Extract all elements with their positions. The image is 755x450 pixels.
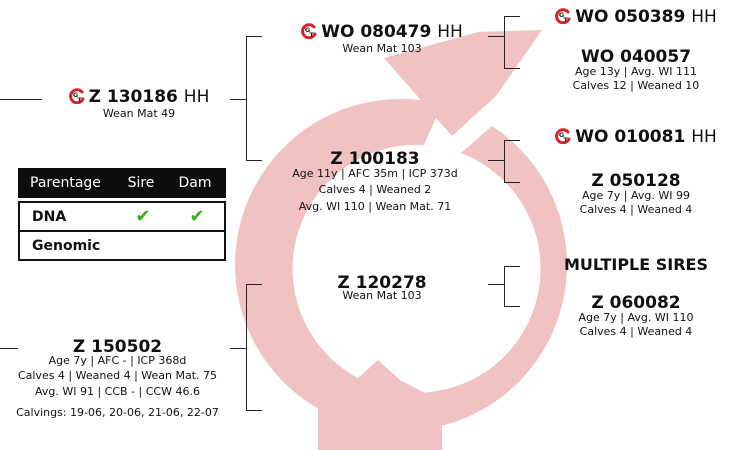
header-parentage: Parentage <box>18 175 114 191</box>
animal-node-dam-dam: Z 050128 Age 7y | Avg. WI 99 Calves 4 | … <box>526 172 746 217</box>
animal-detail: Wean Mat 103 <box>282 290 482 303</box>
animal-node-offspring-dam: Z 060082 Age 7y | Avg. WI 110 Calves 4 |… <box>526 294 746 339</box>
connector <box>504 68 520 69</box>
connector <box>504 182 520 183</box>
row-label: DNA <box>20 209 116 225</box>
connector <box>504 306 520 307</box>
connector <box>504 140 520 141</box>
svg-text:T: T <box>564 16 569 24</box>
animal-detail-line2: Calves 4 | Weaned 4 <box>526 204 746 217</box>
animal-detail-line1: Age 7y | Avg. WI 110 <box>526 312 746 325</box>
hh-tag: HH <box>691 127 717 147</box>
connector <box>0 99 42 100</box>
animal-detail-line2: Calves 4 | Weaned 4 <box>526 326 746 339</box>
connector <box>246 36 247 160</box>
connector <box>488 160 504 161</box>
connector <box>504 16 505 68</box>
animal-node-left-bottom: Z 150502 Age 7y | AFC - | ICP 368d Calve… <box>0 338 235 420</box>
parentage-table: Parentage Sire Dam DNA ✔ ✔ Genomic <box>18 168 226 261</box>
connector <box>246 160 262 161</box>
connector <box>504 266 520 267</box>
connector <box>246 410 262 411</box>
animal-node-center: Z 100183 Age 11y | AFC 35m | ICP 373d Ca… <box>262 150 488 213</box>
connector <box>504 16 520 17</box>
animal-detail-line2: Calves 4 | Weaned 4 | Wean Mat. 75 <box>0 370 235 383</box>
animal-node-sire-dam: WO 040057 Age 13y | Avg. WI 111 Calves 1… <box>526 48 746 93</box>
animal-detail-line1: Age 7y | AFC - | ICP 368d <box>0 355 235 368</box>
connector <box>488 36 504 37</box>
animal-detail-line3: Avg. WI 110 | Wean Mat. 71 <box>262 201 488 214</box>
table-row: Genomic <box>20 230 224 259</box>
table-row: DNA ✔ ✔ <box>20 203 224 230</box>
parentage-table-header: Parentage Sire Dam <box>18 168 226 198</box>
header-dam: Dam <box>168 175 222 191</box>
connector <box>246 284 262 285</box>
hh-tag: HH <box>184 87 210 107</box>
hh-tag: HH <box>691 7 717 27</box>
animal-detail-line1: Age 11y | AFC 35m | ICP 373d <box>262 168 488 181</box>
animal-detail-line3: Avg. WI 91 | CCB - | CCW 46.6 <box>0 386 235 399</box>
connector <box>504 140 505 182</box>
animal-node-dam: Z 120278 Wean Mat 103 <box>282 274 482 302</box>
multiple-sires-label: MULTIPLE SIRES <box>526 256 746 274</box>
animal-id: WO 010081 <box>575 127 685 147</box>
connector <box>246 284 247 410</box>
parentage-table-body: DNA ✔ ✔ Genomic <box>18 201 226 261</box>
check-icon: ✔ <box>116 206 170 227</box>
connector <box>504 266 505 306</box>
connector <box>246 36 262 37</box>
svg-text:T: T <box>77 96 82 104</box>
animal-detail-line1: Age 7y | Avg. WI 99 <box>526 190 746 203</box>
animal-id: WO 050389 <box>575 7 685 27</box>
header-sire: Sire <box>114 175 168 191</box>
animal-id: Z 130186 <box>89 87 178 107</box>
svg-text:T: T <box>310 31 315 39</box>
calvings-line: Calvings: 19-06, 20-06, 21-06, 22-07 <box>0 407 235 420</box>
animal-detail-line2: Calves 12 | Weaned 10 <box>526 80 746 93</box>
hh-tag: HH <box>437 22 463 42</box>
row-label: Genomic <box>20 238 116 254</box>
animal-detail-line1: Age 13y | Avg. WI 111 <box>526 66 746 79</box>
connector <box>488 284 504 285</box>
animal-id: WO 080479 <box>321 22 431 42</box>
svg-text:T: T <box>564 136 569 144</box>
check-icon: ✔ <box>170 206 224 227</box>
animal-detail-line2: Calves 4 | Weaned 2 <box>262 184 488 197</box>
